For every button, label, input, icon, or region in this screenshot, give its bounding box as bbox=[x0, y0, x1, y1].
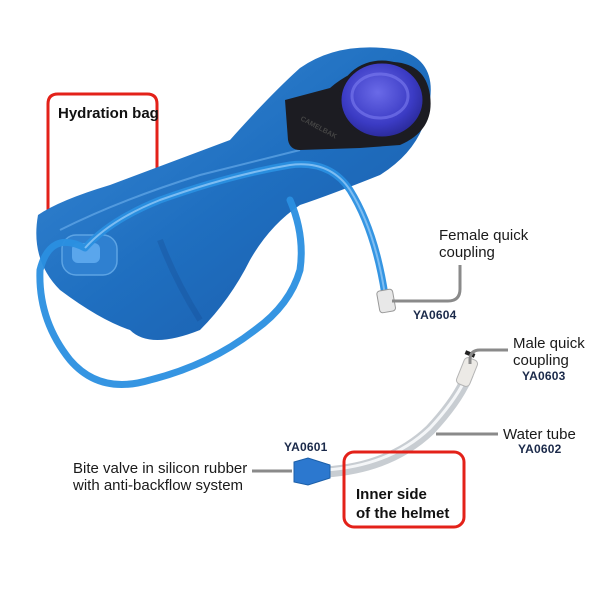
bite-valve-shape bbox=[293, 457, 331, 486]
bite-valve-label-line1: Bite valve in silicon rubber bbox=[73, 460, 248, 477]
bite-valve-label-line2: with anti-backflow system bbox=[73, 477, 244, 494]
male-coupling-leader bbox=[468, 348, 508, 364]
male-coupling-label: Male quick coupling bbox=[513, 335, 585, 369]
hydration-bag-title: Hydration bag bbox=[58, 105, 159, 122]
inner-helmet-title-line1: Inner side bbox=[356, 486, 427, 503]
female-coupling-label: Female quick coupling bbox=[439, 227, 528, 261]
male-coupling-code: YA0603 bbox=[522, 369, 566, 383]
female-coupling-label-line2: coupling bbox=[439, 244, 495, 261]
male-coupling-label-line1: Male quick bbox=[513, 335, 585, 352]
female-coupling-label-line1: Female quick bbox=[439, 227, 529, 244]
hydration-bag-callout-box bbox=[46, 92, 159, 210]
inner-helmet-title-line2: of the helmet bbox=[356, 505, 450, 522]
inner-helmet-callout-box bbox=[342, 450, 466, 529]
bite-valve-label: Bite valve in silicon rubber with anti-b… bbox=[73, 460, 247, 494]
water-tube-code: YA0602 bbox=[518, 442, 562, 456]
female-coupling-code: YA0604 bbox=[413, 308, 457, 322]
water-tube-label: Water tube bbox=[503, 426, 576, 443]
bite-valve-code: YA0601 bbox=[284, 440, 328, 454]
male-coupling-label-line2: coupling bbox=[513, 352, 569, 369]
female-coupling-leader bbox=[392, 265, 462, 303]
inner-helmet-title: Inner side of the helmet bbox=[356, 485, 449, 523]
hydration-bag-image: CAMELBAK bbox=[36, 47, 431, 341]
